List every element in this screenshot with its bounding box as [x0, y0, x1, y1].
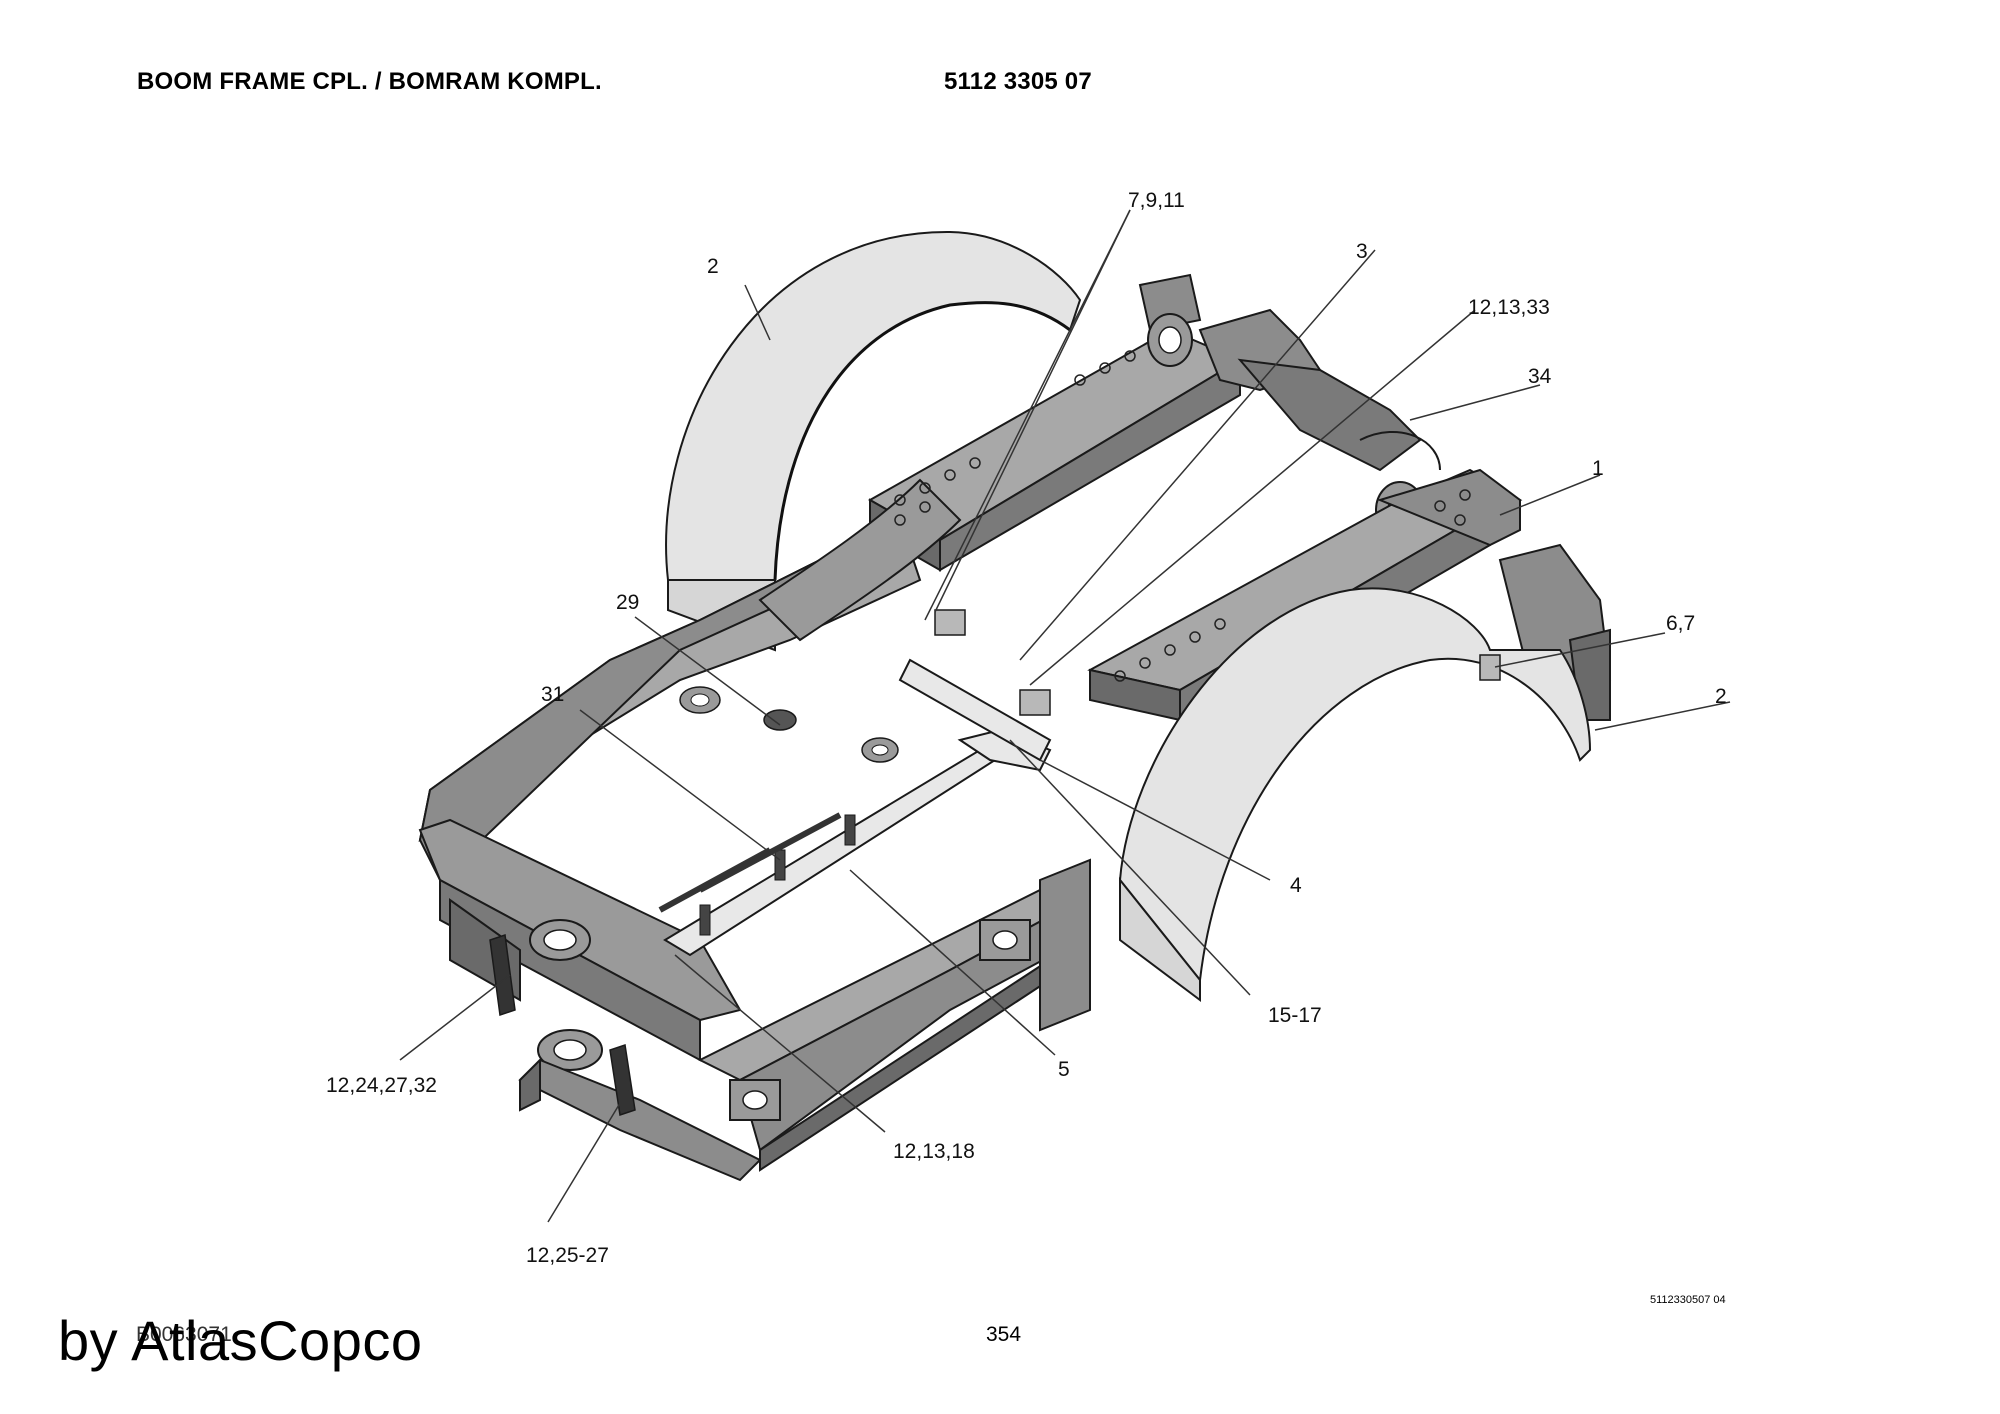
callout-1: 1	[1592, 457, 1604, 480]
callout-12-13-18: 12,13,18	[893, 1140, 975, 1163]
callout-5: 5	[1058, 1058, 1070, 1081]
callout-12-13-33: 12,13,33	[1468, 296, 1550, 319]
brand-watermark: by AtlasCopco	[58, 1309, 423, 1372]
callout-12-24-27-32: 12,24,27,32	[326, 1074, 437, 1097]
callout-15-17: 15-17	[1268, 1004, 1322, 1027]
page-title: BOOM FRAME CPL. / BOMRAM KOMPL.	[137, 68, 602, 95]
drawing-code: B0063071	[136, 1323, 232, 1346]
callout-34: 34	[1528, 365, 1552, 388]
leader-lines	[399, 209, 1731, 1223]
callout-31: 31	[541, 683, 564, 706]
page-number: 354	[986, 1323, 1022, 1346]
image-reference: 5112330507 04	[1650, 1294, 1726, 1306]
part-number: 5112 3305 07	[944, 68, 1092, 95]
front-cross-member	[418, 818, 762, 1182]
callout-4: 4	[1290, 874, 1302, 897]
left-frame-beam	[418, 328, 1243, 882]
lower-frame-beam	[697, 858, 1091, 1172]
guide-rail	[658, 658, 1052, 957]
front-straps	[489, 934, 636, 1116]
callout-labels: 7,9,11 2 3 12,13,33 34 1 6,7 2 29 31 4 1…	[326, 189, 1727, 1267]
center-brackets	[679, 609, 1501, 763]
callout-2-left: 2	[707, 255, 719, 278]
callout-7-9-11: 7,9,11	[1128, 189, 1185, 212]
callout-29: 29	[616, 591, 639, 614]
callout-6-7: 6,7	[1666, 612, 1695, 635]
callout-12-25-27: 12,25-27	[526, 1244, 609, 1267]
right-fender	[1118, 587, 1592, 1002]
callout-3: 3	[1356, 240, 1368, 263]
callout-2-right: 2	[1715, 685, 1727, 708]
